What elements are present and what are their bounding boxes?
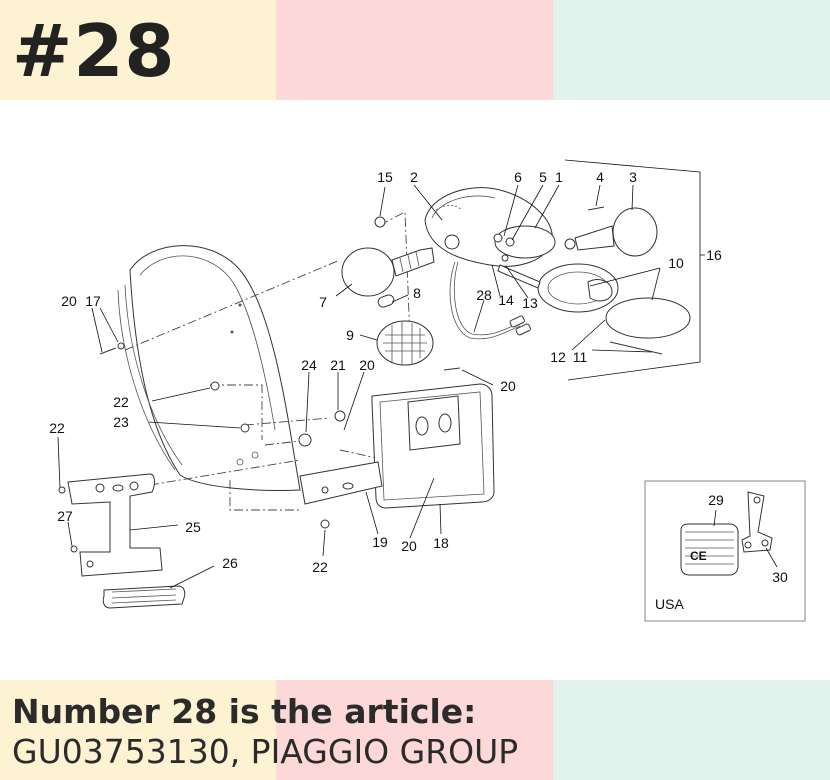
round-reflector <box>376 320 434 366</box>
callout-23: 23 <box>113 414 129 430</box>
callout-11: 11 <box>573 349 588 365</box>
usa-reflector-29: CE <box>680 523 739 576</box>
callout-7: 7 <box>319 294 327 310</box>
tail-light-lens <box>537 263 691 355</box>
header-band <box>0 0 830 100</box>
callout-22-lower: 22 <box>312 559 328 575</box>
article-code-and-manufacturer: GU03753130, PIAGGIO GROUP <box>12 732 519 771</box>
header-band-mint <box>553 0 830 100</box>
callout-15: 15 <box>377 169 393 185</box>
callout-9: 9 <box>346 327 354 343</box>
callout-8: 8 <box>413 285 421 301</box>
ce-mark-glyph: CE <box>690 549 707 563</box>
callout-17: 17 <box>85 293 101 309</box>
screws <box>58 206 605 553</box>
callout-12: 12 <box>550 349 566 365</box>
callout-18: 18 <box>433 535 449 551</box>
right-turn-indicator <box>564 207 658 257</box>
callout-26: 26 <box>222 555 238 571</box>
callout-6: 6 <box>514 169 522 185</box>
usa-inset: CE 29 30 USA <box>644 480 806 622</box>
footer-band <box>0 680 830 780</box>
callout-5: 5 <box>539 169 547 185</box>
callout-13: 13 <box>522 295 538 311</box>
callout-14: 14 <box>498 292 514 308</box>
callout-10: 10 <box>668 255 684 271</box>
lower-bracket <box>67 473 163 577</box>
bulbs <box>377 233 541 308</box>
callout-22-left: 22 <box>49 420 65 436</box>
usa-bracket-30 <box>741 491 773 553</box>
exploded-parts-diagram: 1 2 3 4 5 6 7 8 9 10 11 12 13 14 15 16 1… <box>49 159 806 622</box>
tail-light-housing <box>424 187 556 267</box>
plate-bracket <box>299 461 383 505</box>
callout-2: 2 <box>410 169 418 185</box>
left-turn-indicator <box>341 247 435 297</box>
callout-24: 24 <box>301 357 317 373</box>
article-caption-heading: Number 28 is the article: <box>12 692 477 731</box>
callout-30: 30 <box>772 569 788 585</box>
callout-25: 25 <box>185 519 201 535</box>
rear-fender <box>117 245 301 491</box>
leader-lines <box>57 184 661 589</box>
footer-band-mint <box>553 680 830 780</box>
header-band-pink <box>276 0 553 100</box>
footer-band-pink <box>276 680 553 780</box>
callout-27: 27 <box>57 508 73 524</box>
callout-20-bottom: 20 <box>401 538 417 554</box>
callout-3: 3 <box>629 169 637 185</box>
callout-20-left: 20 <box>61 293 77 309</box>
callout-21: 21 <box>330 357 346 373</box>
callout-20-top: 20 <box>359 357 375 373</box>
callout-22-upper: 22 <box>113 394 129 410</box>
rectangular-reflector <box>102 585 186 609</box>
header-band-yellow <box>0 0 276 100</box>
wiring-harness <box>449 261 531 340</box>
callout-20-right: 20 <box>500 378 516 394</box>
group-bracket-16 <box>564 159 701 381</box>
callout-4: 4 <box>596 169 604 185</box>
callout-28: 28 <box>476 287 492 303</box>
callout-16: 16 <box>706 247 722 263</box>
footer-band-yellow <box>0 680 276 780</box>
license-plate-holder <box>371 383 495 509</box>
callout-labels: 1 2 3 4 5 6 7 8 9 10 11 12 13 14 15 16 1… <box>49 169 722 575</box>
callout-1: 1 <box>555 169 563 185</box>
inset-region-label: USA <box>655 596 684 612</box>
callout-19: 19 <box>372 534 388 550</box>
callout-29: 29 <box>708 492 724 508</box>
part-number-title: #28 <box>12 9 176 93</box>
